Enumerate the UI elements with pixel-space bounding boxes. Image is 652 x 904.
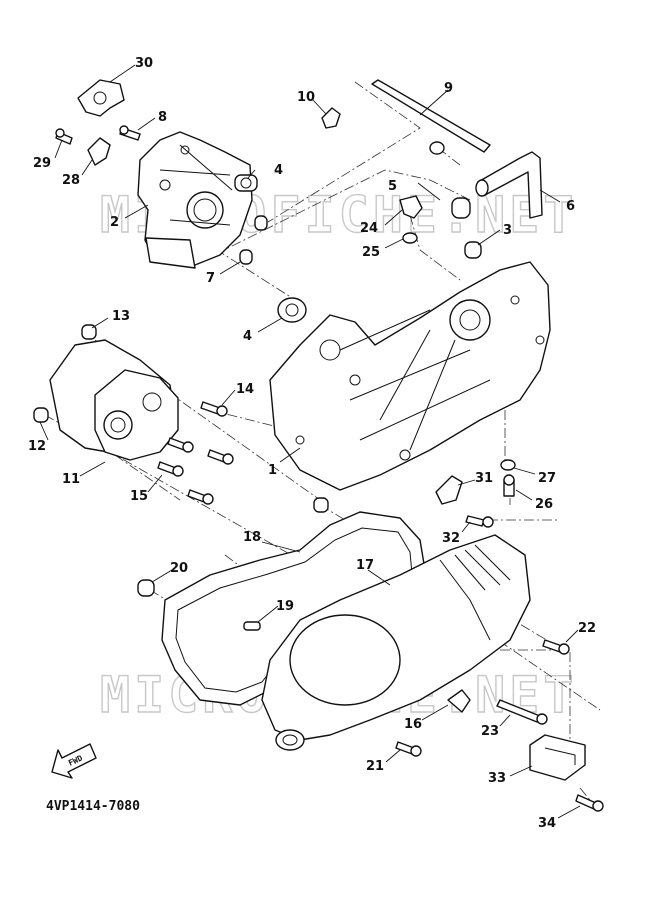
callout-1: 1 [268, 463, 277, 478]
callout-7: 7 [206, 271, 215, 286]
bolt-29 [55, 128, 73, 145]
callout-3: 3 [503, 223, 512, 238]
callout-5: 5 [388, 179, 397, 194]
part-2-pump-housing [137, 131, 253, 269]
callout-2: 2 [110, 215, 119, 230]
callout-21: 21 [366, 759, 384, 774]
part-12-sleeve [33, 407, 49, 423]
part-24-bolt [399, 195, 423, 219]
callout-4-top: 4 [274, 163, 283, 178]
part-31-bracket [435, 475, 463, 505]
callout-8: 8 [158, 110, 167, 125]
callout-24: 24 [360, 221, 378, 236]
part-3-sleeve [464, 241, 482, 259]
callout-13: 13 [112, 309, 130, 324]
part-17-cover [261, 534, 531, 751]
part-5-sleeve [451, 197, 471, 219]
bolt-21 [395, 741, 422, 757]
part-10-clip [321, 107, 341, 129]
callout-19: 19 [276, 599, 294, 614]
part-1-crankcase [269, 261, 551, 491]
bolt-15b [187, 489, 214, 505]
callout-4-bottom: 4 [243, 329, 252, 344]
callout-18: 18 [243, 530, 261, 545]
bolt-14c [207, 449, 234, 465]
part-sleeve-top [313, 497, 329, 513]
part-27-washer [500, 459, 516, 471]
callout-9: 9 [444, 81, 453, 96]
screw-34 [575, 794, 604, 812]
callout-22: 22 [578, 621, 596, 636]
bolt-14 [200, 401, 228, 417]
bolt-7 [239, 249, 253, 265]
bolt-4-top [234, 174, 258, 192]
callout-15: 15 [130, 489, 148, 504]
callout-31: 31 [475, 471, 493, 486]
part-16-plug [447, 689, 471, 713]
callout-34: 34 [538, 816, 556, 831]
callout-27: 27 [538, 471, 556, 486]
bolt-32 [465, 515, 494, 528]
part-4-bearing [277, 297, 307, 323]
callout-33: 33 [488, 771, 506, 786]
part-11-cover-gasket [49, 339, 179, 461]
part-9-shaft [371, 79, 491, 155]
callout-25: 25 [362, 245, 380, 260]
part-6-hose [475, 151, 543, 219]
callout-11: 11 [62, 472, 80, 487]
callout-10: 10 [297, 90, 315, 105]
bolt-26 [503, 474, 515, 497]
bolt-23 [496, 699, 548, 725]
part-20-sleeve [137, 579, 155, 597]
drawing-code: 4VP1414-7080 [46, 799, 140, 814]
leader-lines [39, 64, 581, 819]
callout-17: 17 [356, 558, 374, 573]
fwd-arrow-icon: FWD [51, 743, 97, 779]
bolt-22 [542, 639, 570, 655]
sleeve-2-small [254, 215, 268, 231]
callout-6: 6 [566, 199, 575, 214]
part-28-bracket [87, 137, 111, 166]
callout-14: 14 [236, 382, 254, 397]
callout-29: 29 [33, 156, 51, 171]
part-19-pin [243, 621, 261, 631]
callout-32: 32 [442, 531, 460, 546]
callout-26: 26 [535, 497, 553, 512]
callout-16: 16 [404, 717, 422, 732]
part-13-sleeve [81, 324, 97, 340]
callout-23: 23 [481, 724, 499, 739]
bolt-15 [157, 461, 184, 477]
part-33-mount [529, 734, 586, 781]
callout-28: 28 [62, 173, 80, 188]
callout-20: 20 [170, 561, 188, 576]
part-30-plate [77, 79, 125, 117]
part-25-washer [402, 232, 418, 244]
callouts: 1 2 3 4 4 5 6 7 8 9 10 11 12 13 14 15 16… [28, 56, 596, 831]
callout-12: 12 [28, 439, 46, 454]
bolt-14b [167, 437, 194, 453]
callout-30: 30 [135, 56, 153, 71]
bolt-8 [119, 125, 141, 141]
